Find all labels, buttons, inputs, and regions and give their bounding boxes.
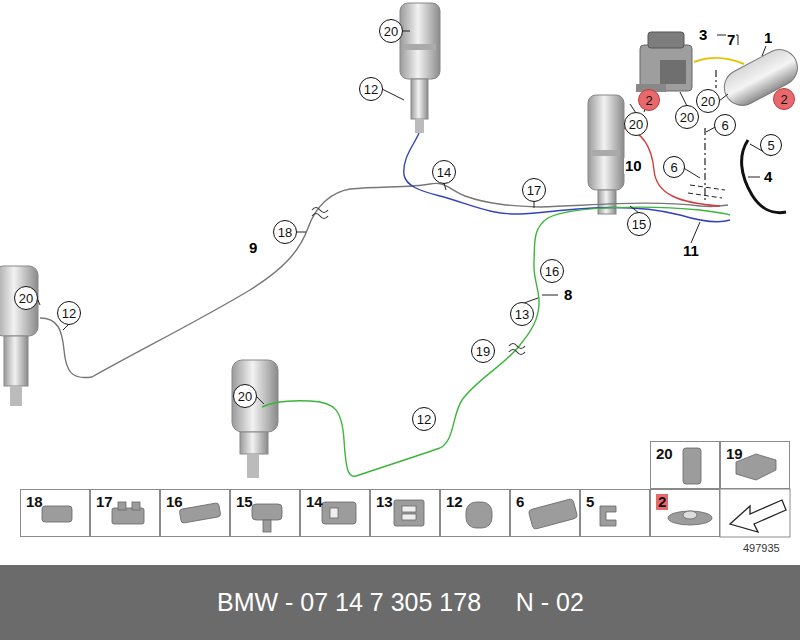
part-cell: 16 [160,489,230,537]
callout-number: 2 [780,93,787,106]
part-number: 6 [516,494,524,510]
callout-circle: 20 [696,89,720,113]
part-number: 8 [563,287,573,303]
callout-circle: 18 [273,220,297,244]
callout-circle: 19 [471,339,495,363]
callout-number: 17 [527,184,541,197]
leader-line [37,31,771,404]
part-cell: 15 [230,489,300,537]
air-strut [232,360,278,478]
air-strut [400,3,440,133]
callout-number: 6 [670,161,677,174]
title-band [0,565,800,640]
part-number: 2 [656,494,668,510]
part-cell: 5 [580,489,650,537]
callout-circle: 20 [14,286,38,310]
callout-circle: 20 [675,105,699,129]
air-line [262,207,730,476]
callout-circle: 6 [663,156,685,178]
part-cell: 13 [370,489,440,537]
part-number: 13 [376,494,393,510]
air-strut [588,95,624,214]
part-cell: 17 [90,489,160,537]
callout-circle: 20 [624,112,648,136]
callout-number: 13 [515,308,529,321]
callout-number: 19 [476,345,490,358]
callout-number: 12 [62,307,76,320]
part-cell: 19 [720,441,790,489]
pressure-reservoir [718,43,800,111]
callout-circle: 14 [432,160,456,184]
air-strut [0,266,38,406]
callout-number: 15 [632,218,646,231]
part-number: 17 [96,494,113,510]
break-symbol [509,344,525,355]
callout-number: 18 [278,226,292,239]
part-number: 18 [26,494,43,510]
callout-circle: 13 [510,302,534,326]
part-cell: 18 [20,489,90,537]
callout-number: 20 [701,95,715,108]
part-cell: 2 [650,489,720,537]
part-number: 19 [726,446,743,462]
callout-number: 20 [238,390,252,403]
callout-circle: 20 [379,19,403,43]
callout-number: 20 [384,25,398,38]
part-number: 16 [166,494,183,510]
part-cell: 20 [650,441,720,489]
air-line [624,128,720,206]
callout-number: 2 [645,94,652,107]
dash-line [688,185,725,198]
part-number: 10 [624,158,643,174]
part-cell: 6 [510,489,580,537]
callout-number: 12 [364,83,378,96]
callout-circle: 6 [714,114,736,136]
callout-circle: 20 [233,384,257,408]
break-symbol [312,208,328,219]
part-number: 14 [306,494,323,510]
part-number: 4 [763,169,773,185]
part-cell: 12 [440,489,510,537]
part-number: 11 [682,243,700,259]
part-cell: 14 [300,489,370,537]
callout-number: 20 [19,292,33,305]
callout-number: 14 [437,166,451,179]
dash-line [715,70,716,88]
callout-circle: 17 [522,178,546,202]
callout-number: 20 [629,118,643,131]
callout-circle: 12 [359,77,383,101]
part-number: 12 [446,494,463,510]
callout-number: 16 [545,265,559,278]
drawing-number: 497935 [742,540,781,556]
callout-number: 5 [767,139,774,152]
dash-line [704,128,705,200]
air-line [40,183,728,377]
callout-circle: 2 [773,88,795,110]
part-number: 9 [248,240,258,256]
callout-circle: 12 [412,407,436,431]
callout-circle: 5 [760,134,782,156]
arrow-cell [720,489,790,537]
callout-number: 6 [721,119,728,132]
caption: BMW - 07 14 7 305 178 N - 02 [217,588,584,616]
callout-circle: 12 [57,301,81,325]
part-number: 20 [656,446,673,462]
arrow-symbol [730,500,786,532]
callout-circle: 15 [627,212,651,236]
callout-number: 12 [417,413,431,426]
part-number: 5 [586,494,594,510]
wire [694,58,744,64]
callout-circle: 2 [638,89,660,111]
compressor [636,32,692,92]
part-number: 7 [726,32,736,48]
callout-circle: 16 [540,259,564,283]
part-number: 3 [698,27,708,43]
part-number: 15 [236,494,253,510]
callout-number: 20 [680,111,694,124]
part-number: 1 [763,30,773,46]
